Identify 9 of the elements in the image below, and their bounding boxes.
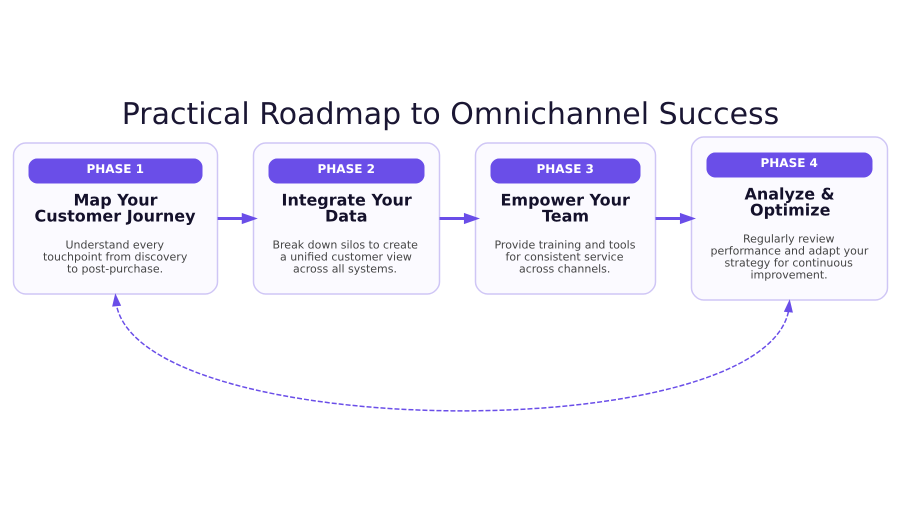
arrow bbox=[655, 212, 696, 224]
arrow bbox=[439, 212, 480, 224]
node-box: PHASE 2 Integrate Your Data Break down silos to create a unified customer view across all systems. bbox=[252, 142, 440, 295]
node-box: PHASE 4 Analyze & Optimize Regularly review performance and adapt your strategy for continuous improvement. bbox=[690, 136, 888, 301]
arrow bbox=[112, 293, 792, 412]
arrow bbox=[217, 212, 258, 224]
diagram-title: Practical Roadmap to Omnichannel Success bbox=[121, 97, 779, 132]
node-box: PHASE 3 Empower Your Team Provide training and tools for consistent service across channels. bbox=[474, 142, 656, 295]
node-box: PHASE 1 Map Your Customer Journey Understand every touchpoint from discovery to post-purchase. bbox=[12, 142, 218, 295]
